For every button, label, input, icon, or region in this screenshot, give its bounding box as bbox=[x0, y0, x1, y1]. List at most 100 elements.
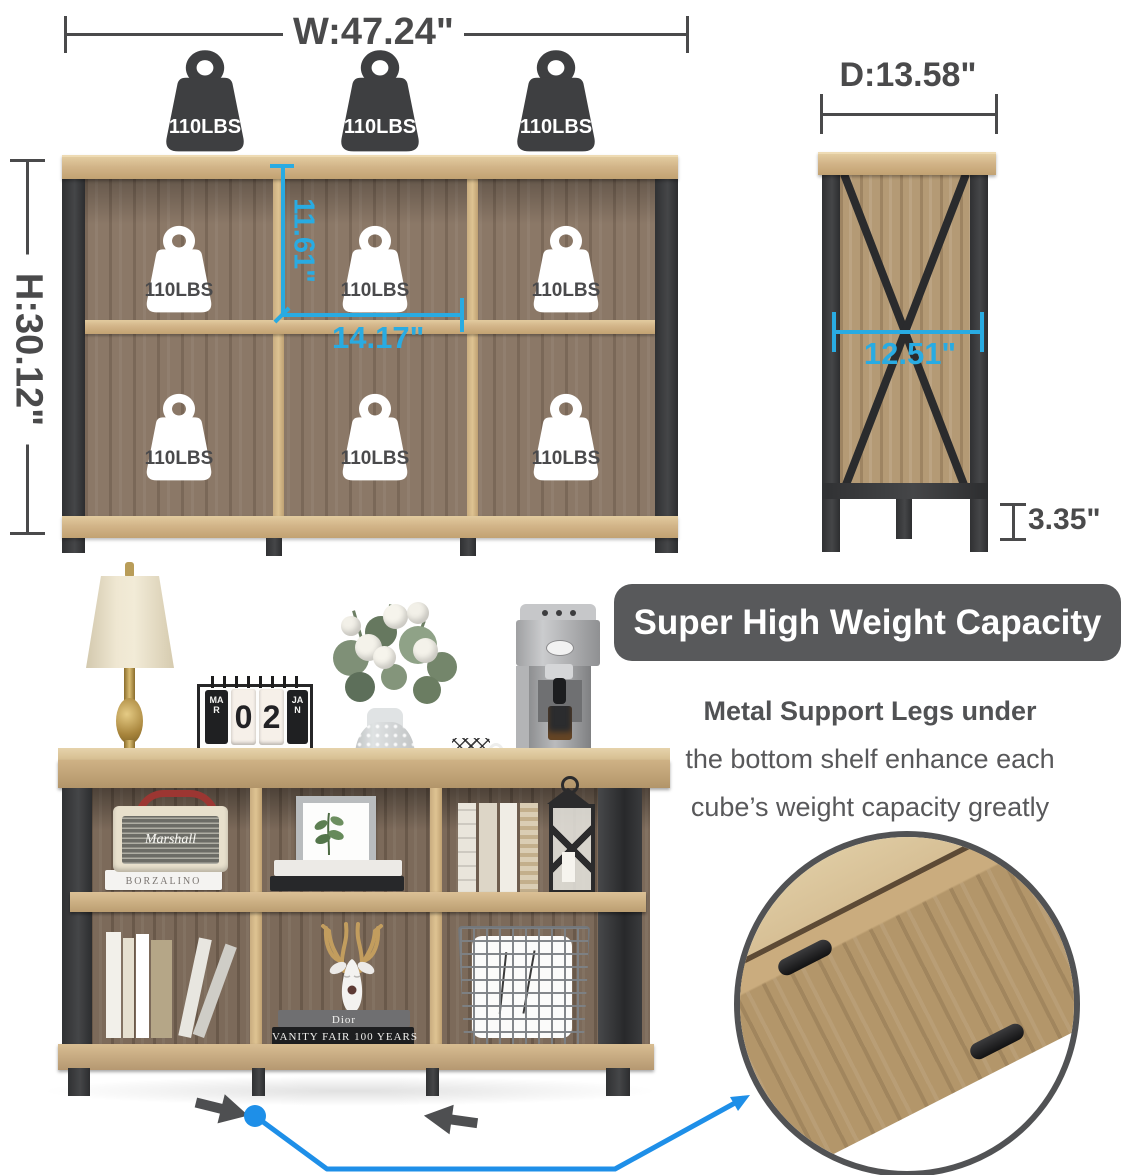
side-frame-right bbox=[970, 172, 988, 552]
side-x-brace bbox=[840, 172, 970, 492]
white-rose bbox=[373, 646, 396, 669]
book-dior-text: Dior bbox=[331, 1014, 357, 1026]
foliage bbox=[413, 676, 441, 704]
calendar-card-digit-right: 2 bbox=[259, 689, 284, 745]
espresso-machine bbox=[516, 604, 600, 793]
book-spine bbox=[106, 932, 121, 1038]
weight-label: 110LBS bbox=[343, 116, 417, 139]
height-dim-tick-top bbox=[10, 159, 45, 162]
calendar-card-month-left: MAR bbox=[205, 690, 228, 744]
leg-dim-label: 3.35" bbox=[1028, 503, 1101, 536]
book-vanity-fair: VANITY FAIR 100 YEARS bbox=[272, 1027, 417, 1048]
cube-width-dim-line bbox=[281, 313, 463, 317]
weight-icon: 110LBS bbox=[516, 392, 616, 486]
book-spine-text: BORZALINO bbox=[125, 876, 202, 887]
deer-figurine bbox=[321, 922, 383, 1014]
book-spine bbox=[136, 934, 149, 1038]
cube-width-dim-label: 14.17" bbox=[332, 320, 425, 355]
radio-handle bbox=[135, 790, 219, 819]
wire-basket bbox=[458, 926, 590, 1048]
machine-button bbox=[556, 610, 562, 616]
photo-leg-left bbox=[68, 1068, 90, 1096]
photo-leg-inner-1 bbox=[252, 1068, 265, 1096]
weight-icon: 110LBS bbox=[129, 224, 229, 318]
radio: Marshall bbox=[113, 790, 228, 872]
book-spine bbox=[123, 938, 134, 1038]
stacked-book-white bbox=[274, 860, 402, 876]
photo-divider-1 bbox=[250, 788, 262, 1054]
depth-dim-tick-right bbox=[995, 94, 998, 134]
cube-height-dim-label: 11.61" bbox=[287, 198, 320, 283]
front-bottom-board bbox=[62, 516, 678, 538]
weight-icon: 110LBS bbox=[129, 392, 229, 486]
side-inner-dim-label: 12.51" bbox=[863, 336, 957, 371]
leg-dim-line bbox=[1012, 503, 1015, 541]
weight-label: 110LBS bbox=[340, 448, 410, 470]
radio-brand-text: Marshall bbox=[144, 832, 197, 847]
photo-divider-2 bbox=[430, 788, 442, 1054]
foliage bbox=[345, 672, 375, 702]
leg-dim-tick-bottom bbox=[1000, 538, 1026, 541]
front-divider-1 bbox=[273, 177, 284, 516]
calendar-card-month-right: JAN bbox=[287, 690, 308, 744]
side-inner-dim-tick-r bbox=[980, 312, 984, 352]
lantern-lid bbox=[547, 788, 589, 804]
cube-height-dim-tick bbox=[270, 164, 294, 168]
callout-line1: Metal Support Legs under bbox=[703, 696, 1037, 726]
weight-label: 110LBS bbox=[531, 280, 601, 302]
lantern-body bbox=[549, 804, 595, 894]
calendar-digit-right: 2 bbox=[262, 699, 281, 735]
side-frame-left bbox=[822, 172, 840, 552]
weight-label: 110LBS bbox=[340, 280, 410, 302]
book-dior: Dior bbox=[278, 1010, 410, 1027]
book-vanity-fair-text: VANITY FAIR 100 YEARS bbox=[272, 1031, 418, 1043]
front-divider-2 bbox=[467, 177, 478, 516]
photo-left-frame bbox=[62, 788, 92, 1058]
side-inner-dim-line bbox=[832, 330, 984, 334]
photo-leg-right bbox=[606, 1068, 630, 1096]
machine-button bbox=[542, 610, 548, 616]
front-leg-inner-1 bbox=[266, 538, 282, 556]
photo-right-frame bbox=[598, 788, 642, 1058]
calendar-month-left: MAR bbox=[209, 695, 224, 715]
standing-books bbox=[106, 930, 176, 1038]
machine-button bbox=[570, 610, 576, 616]
stacked-book-black bbox=[270, 876, 404, 891]
white-rose bbox=[383, 604, 408, 629]
photo-leg-inner-2 bbox=[426, 1068, 439, 1096]
front-middle-shelf bbox=[85, 320, 655, 334]
photo-cabinet: BORZALINO Marshall bbox=[40, 748, 680, 1096]
book-row bbox=[458, 803, 538, 893]
weight-capacity-callout: Super High Weight Capacity Metal Support… bbox=[600, 570, 1134, 850]
book-spine bbox=[478, 803, 497, 893]
weight-label: 110LBS bbox=[168, 116, 242, 139]
book-spine bbox=[458, 803, 476, 893]
weight-label: 110LBS bbox=[144, 280, 214, 302]
depth-dim-line bbox=[820, 113, 998, 116]
calendar-digit-left: 0 bbox=[234, 699, 253, 735]
book-spine bbox=[520, 803, 538, 893]
side-bottom-rail bbox=[822, 483, 988, 499]
weight-icon: 110LBS bbox=[325, 392, 425, 486]
side-view-diagram: D:13.58" 12.51" 3.35" bbox=[760, 0, 1134, 560]
weight-icon: 110LBS bbox=[145, 48, 265, 158]
portafilter bbox=[553, 678, 566, 704]
height-dim-tick-bottom bbox=[10, 532, 45, 535]
depth-dim-label: D:13.58" bbox=[839, 56, 977, 94]
lantern bbox=[545, 776, 595, 894]
cube-height-dim-line bbox=[281, 164, 285, 316]
photo-bottom-board bbox=[58, 1044, 654, 1070]
lamp-shade bbox=[86, 576, 174, 668]
weight-label: 110LBS bbox=[531, 448, 601, 470]
front-right-frame bbox=[655, 170, 678, 553]
white-rose bbox=[341, 616, 361, 636]
book-under-radio: BORZALINO bbox=[105, 870, 222, 890]
front-left-frame bbox=[62, 170, 85, 553]
weight-label: 110LBS bbox=[519, 116, 593, 139]
machine-tank bbox=[516, 666, 529, 760]
photo-middle-shelf bbox=[70, 892, 646, 912]
white-rose bbox=[413, 638, 438, 663]
leg-dim-tick-top bbox=[1000, 503, 1026, 506]
weight-icon: 110LBS bbox=[320, 48, 440, 158]
